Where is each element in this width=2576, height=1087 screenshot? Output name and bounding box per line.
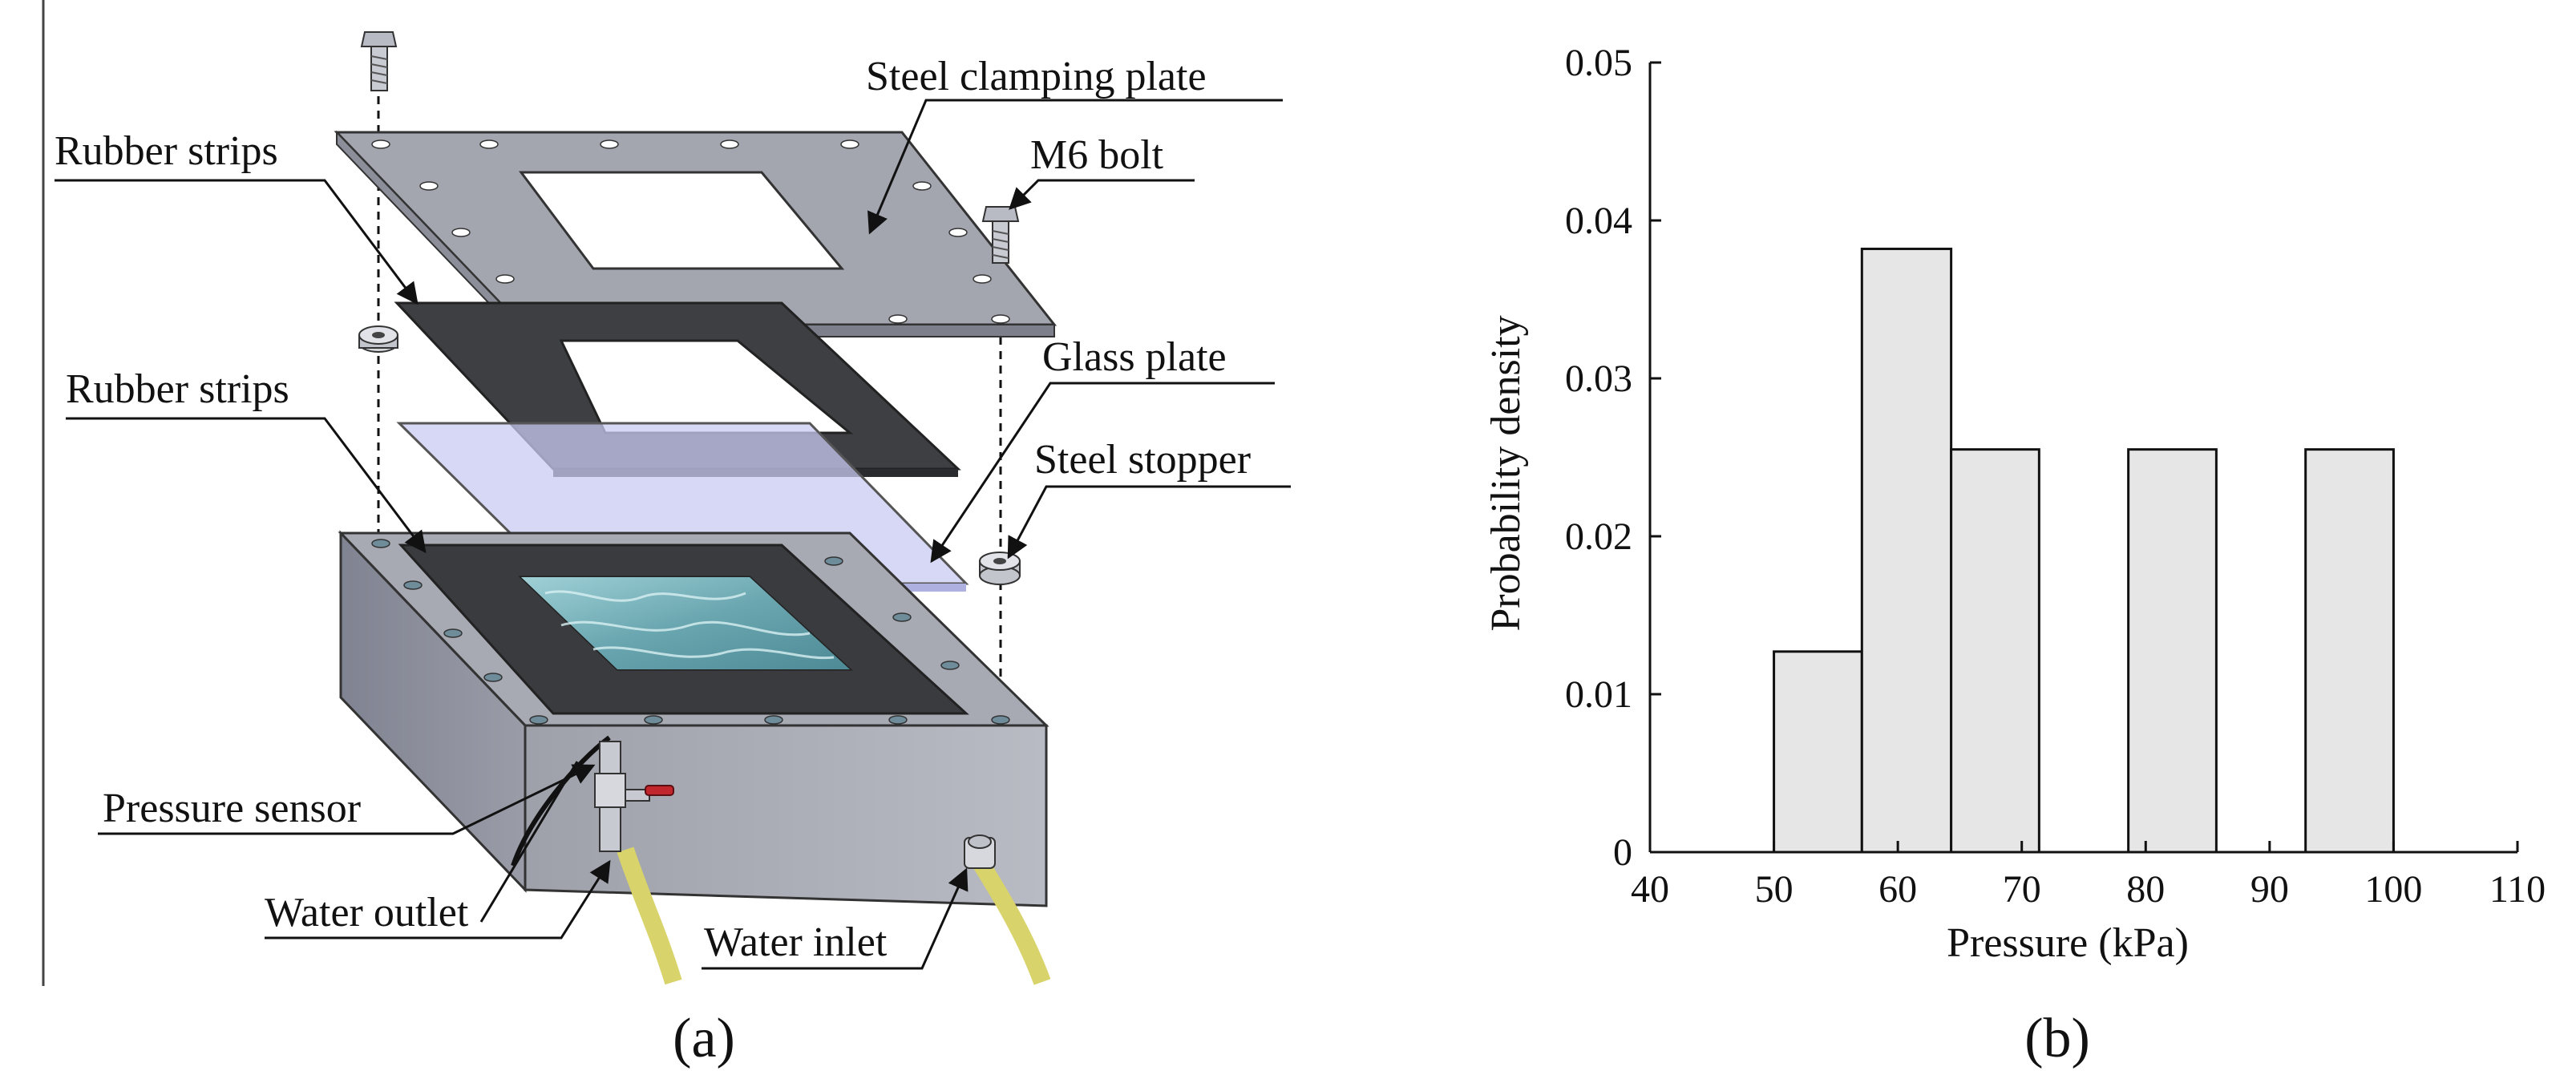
y-axis-title: Probability density bbox=[1483, 315, 1529, 631]
label-water-outlet: Water outlet bbox=[265, 890, 469, 935]
leader-water-outlet bbox=[265, 859, 611, 940]
leader-rubber-strips-bottom bbox=[66, 417, 427, 554]
tank-holes bbox=[371, 539, 1010, 725]
leader-steel-clamping-plate bbox=[867, 99, 1283, 235]
label-steel-stopper: Steel stopper bbox=[1034, 437, 1251, 483]
label-glass-plate: Glass plate bbox=[1042, 334, 1227, 380]
hose-inlet bbox=[972, 857, 1051, 985]
m6-bolt-icon bbox=[981, 206, 1020, 264]
x-tick-label-4: 80 bbox=[2126, 868, 2165, 911]
x-tick-label-1: 50 bbox=[1755, 868, 1793, 911]
histogram-bar-1 bbox=[1860, 247, 1953, 854]
inlet-fitting-icon bbox=[964, 834, 996, 869]
bolt-left-icon bbox=[360, 31, 398, 91]
y-tick-label-1: 0.01 bbox=[1565, 673, 1632, 716]
steel-clamping-plate bbox=[334, 130, 1057, 339]
panel-b: 40 50 60 70 80 90 100 110 0 0.01 0.02 0.03 0.04 0.05P… bbox=[1483, 42, 2546, 1069]
histogram-bar-4 bbox=[2127, 448, 2218, 854]
leader-steel-stopper bbox=[1007, 485, 1291, 560]
steel-stopper-left-icon bbox=[358, 325, 398, 353]
x-tick-label-7: 110 bbox=[2489, 868, 2546, 911]
steel-stopper-right-icon bbox=[979, 552, 1021, 585]
label-steel-clamping-plate: Steel clamping plate bbox=[866, 54, 1207, 99]
x-tick-label-0: 40 bbox=[1631, 868, 1669, 911]
valve-handle bbox=[645, 785, 674, 796]
label-m6-bolt: M6 bolt bbox=[1030, 132, 1164, 178]
leader-m6-bolt bbox=[1009, 179, 1195, 210]
hose-outlet bbox=[617, 847, 682, 985]
histogram-bar-0 bbox=[1773, 650, 1863, 854]
leader-sensor-cable bbox=[479, 761, 579, 923]
y-tick-label-2: 0.02 bbox=[1565, 515, 1632, 558]
valve-icon bbox=[594, 741, 674, 852]
panel-a-labels: Steel clamping plate M6 bolt Rubber stri… bbox=[55, 54, 1251, 965]
label-leaders bbox=[55, 99, 1291, 970]
sensor-cable bbox=[511, 735, 611, 867]
panel-a: Steel clamping plate M6 bolt Rubber stri… bbox=[55, 31, 1291, 1069]
label-pressure-sensor: Pressure sensor bbox=[103, 786, 361, 831]
leader-rubber-strips-top bbox=[55, 179, 419, 305]
leader-glass-plate bbox=[930, 382, 1275, 564]
y-tick-label-0: 0 bbox=[1613, 831, 1632, 874]
leader-pressure-sensor bbox=[98, 764, 596, 835]
histogram-bar-6 bbox=[2304, 448, 2395, 854]
water-tank bbox=[338, 530, 1049, 907]
clamping-plate-window bbox=[519, 171, 845, 270]
y-tick-label-4: 0.04 bbox=[1565, 200, 1632, 242]
label-rubber-strips-top: Rubber strips bbox=[55, 128, 278, 174]
y-tick-label-3: 0.03 bbox=[1565, 358, 1632, 400]
water-surface bbox=[521, 577, 850, 669]
x-tick-label-6: 100 bbox=[2364, 868, 2422, 911]
leader-water-inlet bbox=[702, 867, 969, 970]
histogram-chart: 40 50 60 70 80 90 100 110 0 0.01 0.02 0.03 0.04 0.05P… bbox=[1483, 42, 2546, 966]
panel-a-letter: (a) bbox=[673, 1008, 735, 1069]
y-tick-label-5: 0.05 bbox=[1565, 42, 1632, 84]
x-axis-title: Pressure (kPa) bbox=[1947, 920, 2189, 966]
label-rubber-strips-bottom: Rubber strips bbox=[66, 366, 289, 412]
histogram-bar-2 bbox=[1950, 448, 2040, 854]
x-tick-label-3: 70 bbox=[2003, 868, 2041, 911]
panel-b-letter: (b) bbox=[2024, 1008, 2090, 1069]
label-water-inlet: Water inlet bbox=[704, 919, 888, 965]
x-tick-label-5: 90 bbox=[2250, 868, 2289, 911]
x-tick-label-2: 60 bbox=[1878, 868, 1917, 911]
